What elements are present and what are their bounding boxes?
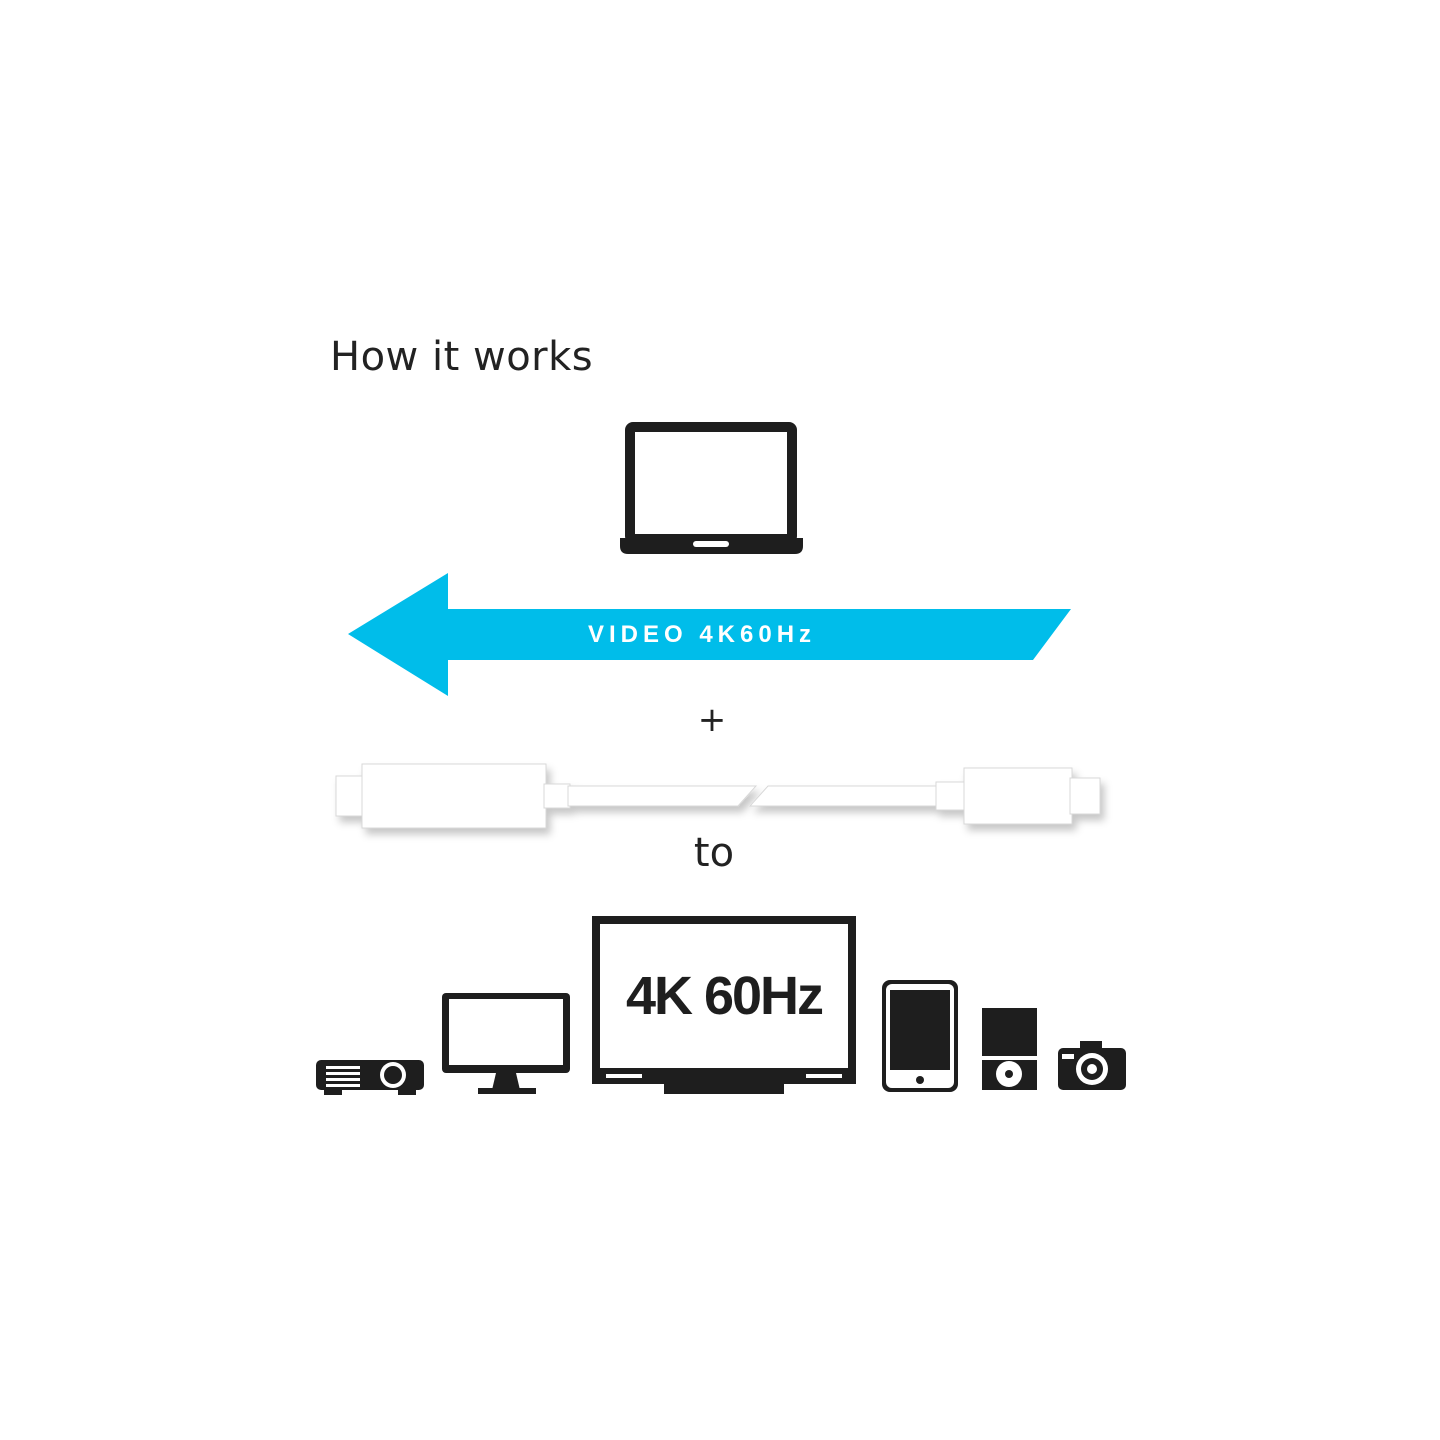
plus-text: + (697, 700, 727, 740)
page-title: How it works (330, 334, 594, 380)
tv-icon: 4K 60Hz (592, 916, 856, 1094)
cable-icon (335, 763, 1101, 829)
laptop-icon (620, 422, 803, 554)
monitor-icon (442, 993, 570, 1094)
arrow-shape (348, 573, 1071, 696)
camera-icon (1058, 1041, 1126, 1090)
disc-player-icon (982, 1008, 1037, 1090)
tablet-icon (882, 980, 958, 1092)
to-text: to (693, 830, 735, 876)
video-arrow: VIDEO 4K60Hz (348, 573, 1071, 696)
arrow-label: VIDEO 4K60Hz (588, 621, 816, 648)
tv-label: 4K 60Hz (626, 966, 823, 1026)
projector-icon (316, 1060, 424, 1095)
